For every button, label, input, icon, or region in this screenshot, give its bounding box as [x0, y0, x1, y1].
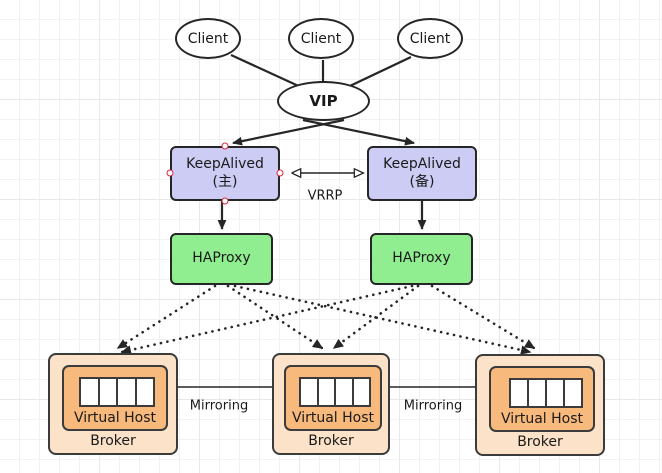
- vip-node-label: VIP: [309, 92, 338, 110]
- keepalived-master-label-line1: KeepAlived: [186, 156, 264, 172]
- broker-node-1-virtual-host-label: Virtual Host: [73, 410, 157, 426]
- anchor-keepalived-master-left[interactable]: [166, 169, 174, 177]
- queue-cell: [319, 379, 336, 405]
- broker-node-3-virtual-host-label: Virtual Host: [500, 411, 584, 427]
- queue-cell: [565, 380, 581, 406]
- queue-cell: [81, 379, 100, 405]
- queue-cell: [529, 380, 547, 406]
- client-node-3-label: Client: [409, 30, 451, 47]
- queue-cell: [137, 379, 154, 405]
- keepalived-backup-label-line1: KeepAlived: [383, 156, 461, 172]
- haproxy-node-right[interactable]: HAProxy: [370, 233, 473, 285]
- broker-node-3-queue: [509, 378, 583, 408]
- queue-cell: [354, 379, 370, 405]
- anchor-keepalived-master-right[interactable]: [276, 169, 284, 177]
- queue-cell: [511, 380, 529, 406]
- broker-node-2-queue: [299, 377, 371, 407]
- client-node-1-label: Client: [187, 30, 229, 47]
- edge-haproxy-left-to-broker2: [226, 284, 324, 350]
- queue-cell: [118, 379, 137, 405]
- broker-node-3-virtual-host[interactable]: Virtual Host: [489, 366, 595, 432]
- keepalived-backup-node[interactable]: KeepAlived (备): [367, 146, 477, 201]
- vrrp-edge-label: VRRP: [307, 188, 343, 204]
- client-node-1[interactable]: Client: [175, 18, 241, 59]
- queue-cell: [301, 379, 319, 405]
- edge-vip-to-keepalived-master: [232, 118, 345, 146]
- edge-haproxy-right-to-broker3: [430, 284, 536, 350]
- vip-node[interactable]: VIP: [277, 81, 370, 121]
- broker-node-1-label: Broker: [90, 433, 136, 449]
- broker-node-1-queue: [79, 377, 155, 407]
- haproxy-node-left-label: HAProxy: [192, 250, 251, 267]
- mirroring-edge-label-right: Mirroring: [403, 398, 463, 414]
- queue-cell: [100, 379, 118, 405]
- broker-node-3-label: Broker: [517, 434, 563, 450]
- edge-haproxy-left-to-broker3: [233, 284, 532, 355]
- edge-haproxy-left-to-broker1: [116, 284, 217, 350]
- keepalived-master-node[interactable]: KeepAlived (主): [170, 146, 280, 201]
- broker-node-1-virtual-host[interactable]: Virtual Host: [62, 365, 168, 431]
- queue-cell: [547, 380, 565, 406]
- anchor-keepalived-master-bottom[interactable]: [221, 197, 229, 205]
- edge-haproxy-right-to-broker2: [332, 284, 420, 350]
- client-node-2[interactable]: Client: [288, 18, 354, 59]
- queue-cell: [336, 379, 354, 405]
- broker-node-2-virtual-host-label: Virtual Host: [291, 410, 375, 426]
- broker-node-2[interactable]: Virtual Host Broker: [272, 353, 390, 455]
- haproxy-node-right-label: HAProxy: [392, 250, 451, 267]
- broker-node-3[interactable]: Virtual Host Broker: [475, 354, 605, 456]
- haproxy-node-left[interactable]: HAProxy: [170, 233, 273, 285]
- keepalived-master-label-line2: (主): [212, 173, 238, 190]
- keepalived-backup-label-line2: (备): [409, 173, 435, 190]
- broker-node-2-virtual-host[interactable]: Virtual Host: [284, 365, 382, 431]
- anchor-keepalived-master-top[interactable]: [221, 142, 229, 150]
- broker-node-2-label: Broker: [308, 433, 354, 449]
- broker-node-1[interactable]: Virtual Host Broker: [48, 353, 178, 455]
- mirroring-edge-label-left: Mirroring: [189, 398, 249, 414]
- client-node-2-label: Client: [300, 30, 342, 47]
- client-node-3[interactable]: Client: [397, 18, 463, 59]
- edge-vip-to-keepalived-backup: [302, 118, 415, 146]
- edge-haproxy-right-to-broker1: [120, 284, 414, 355]
